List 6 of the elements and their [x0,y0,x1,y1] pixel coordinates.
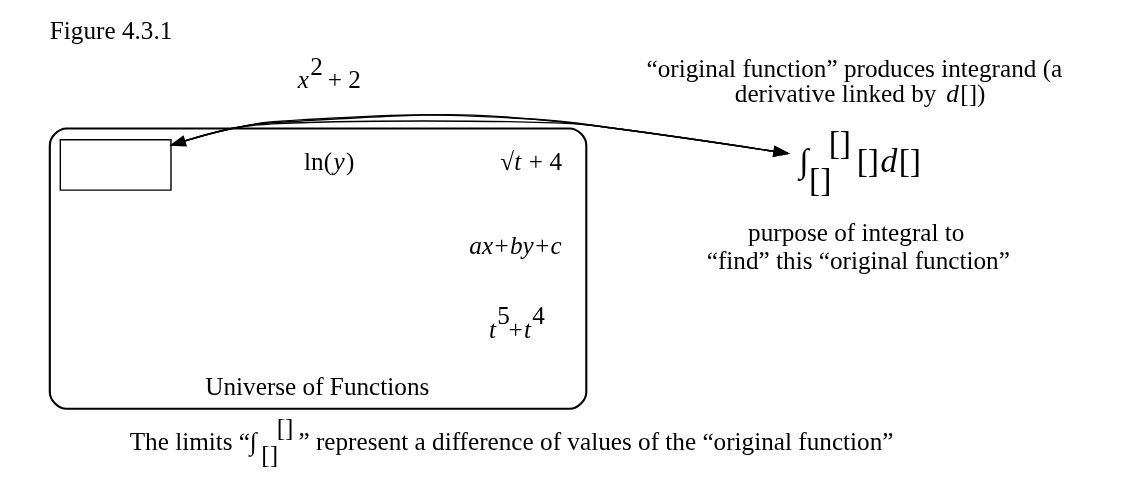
label: √t + 4 [499,147,562,175]
label: ax+by+c [468,231,562,259]
diagram-title: Figure 4.3.1 [49,17,172,45]
label: “original function” produces integrand (a derivative linked by d[]) [646,55,1062,108]
label: purpose of integral to “find” this “original function” [706,219,1010,275]
label: ln(y) [303,147,354,175]
